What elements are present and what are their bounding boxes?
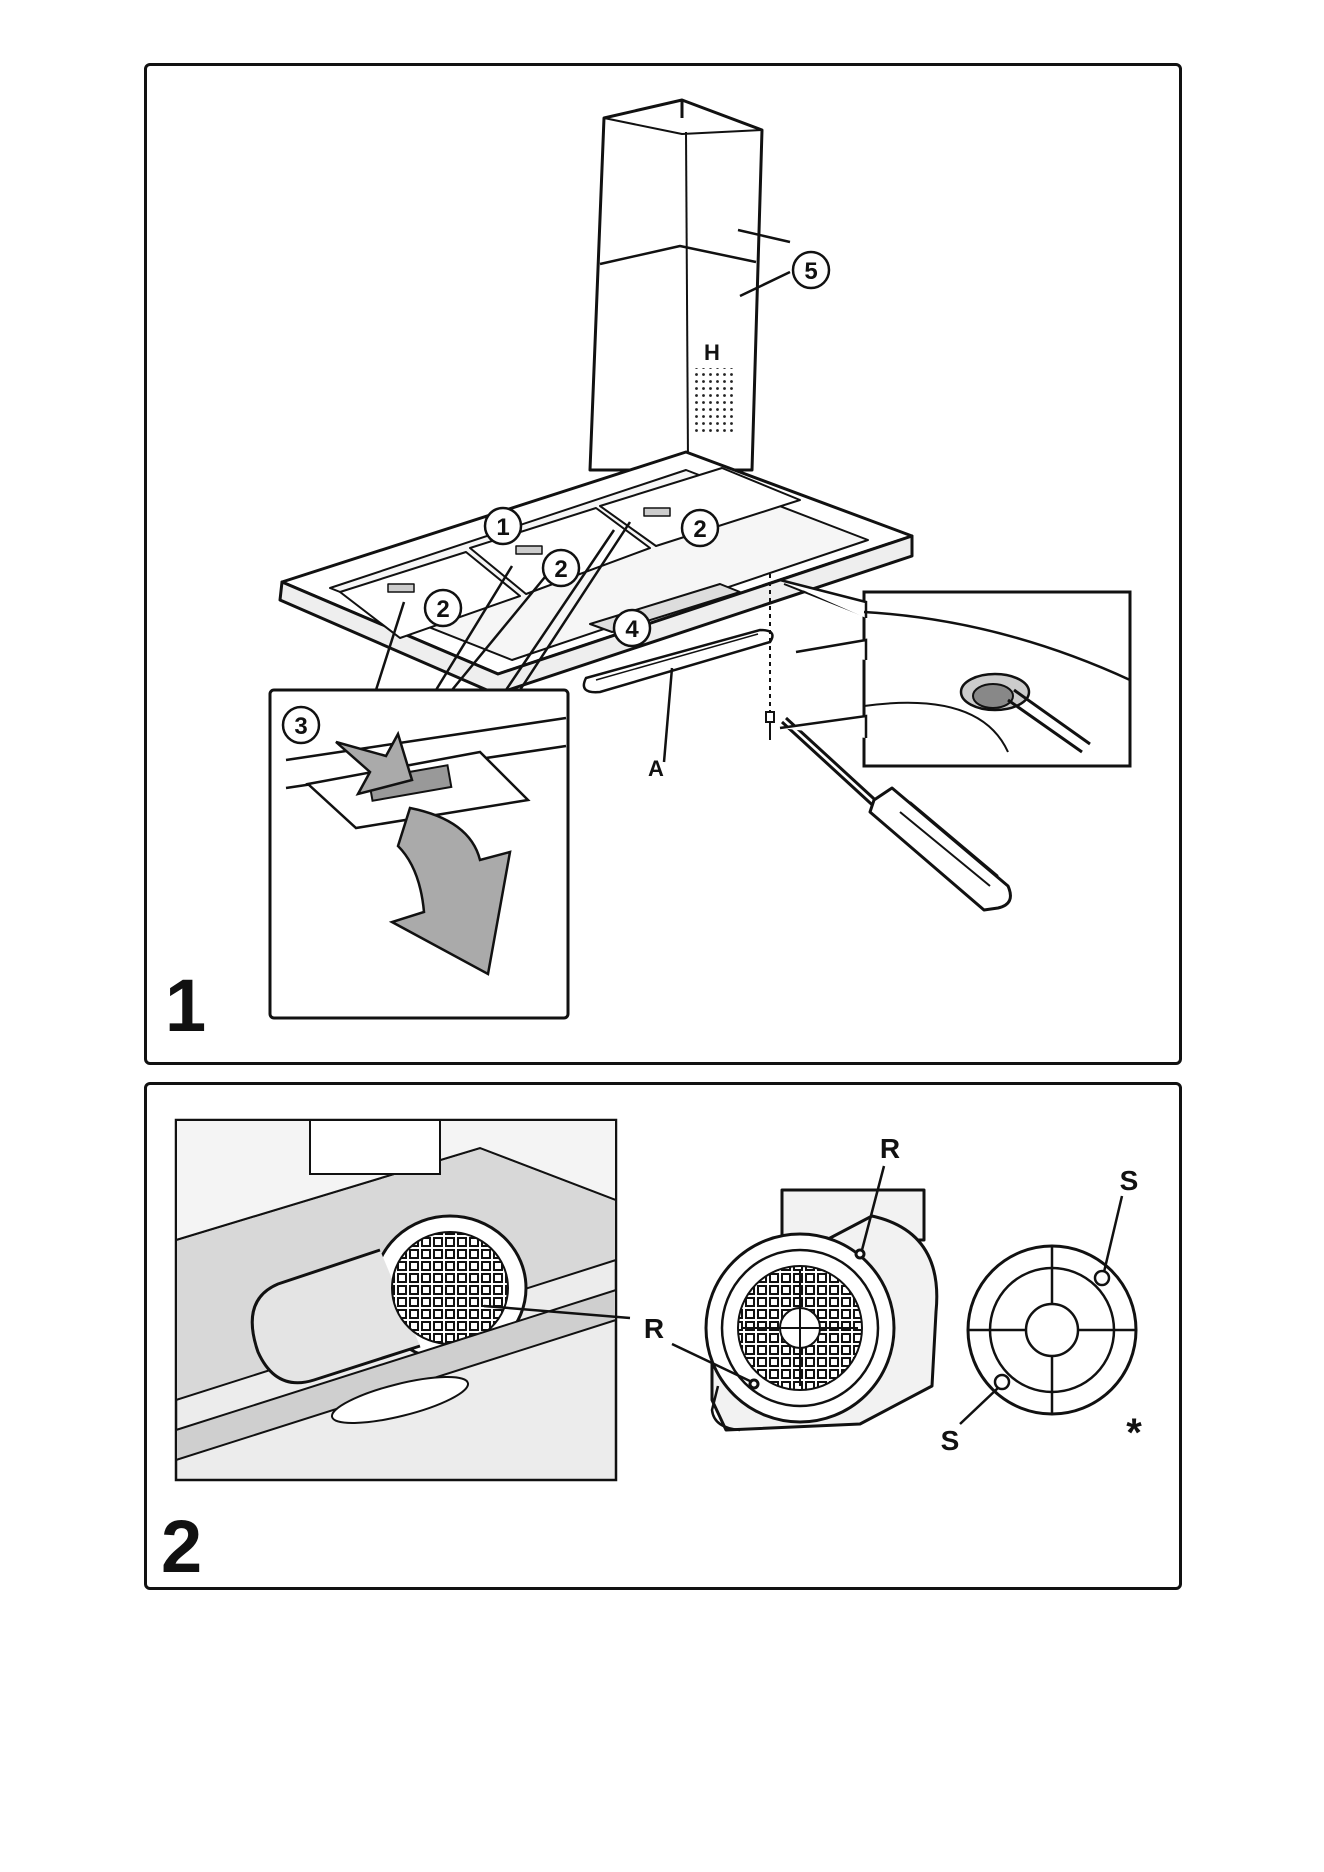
leader-S-top xyxy=(1104,1196,1122,1272)
carbon-filter-disc xyxy=(968,1246,1136,1414)
label-R-photo: R xyxy=(644,1313,664,1344)
label-R-top: R xyxy=(880,1133,900,1164)
label-S-top: S xyxy=(1120,1165,1139,1196)
asterisk-mark: * xyxy=(1126,1411,1142,1455)
blower-motor xyxy=(706,1190,937,1430)
leader-S-bottom xyxy=(960,1388,998,1424)
motor-photo-inset xyxy=(176,1120,616,1480)
label-S-bottom: S xyxy=(941,1425,960,1456)
